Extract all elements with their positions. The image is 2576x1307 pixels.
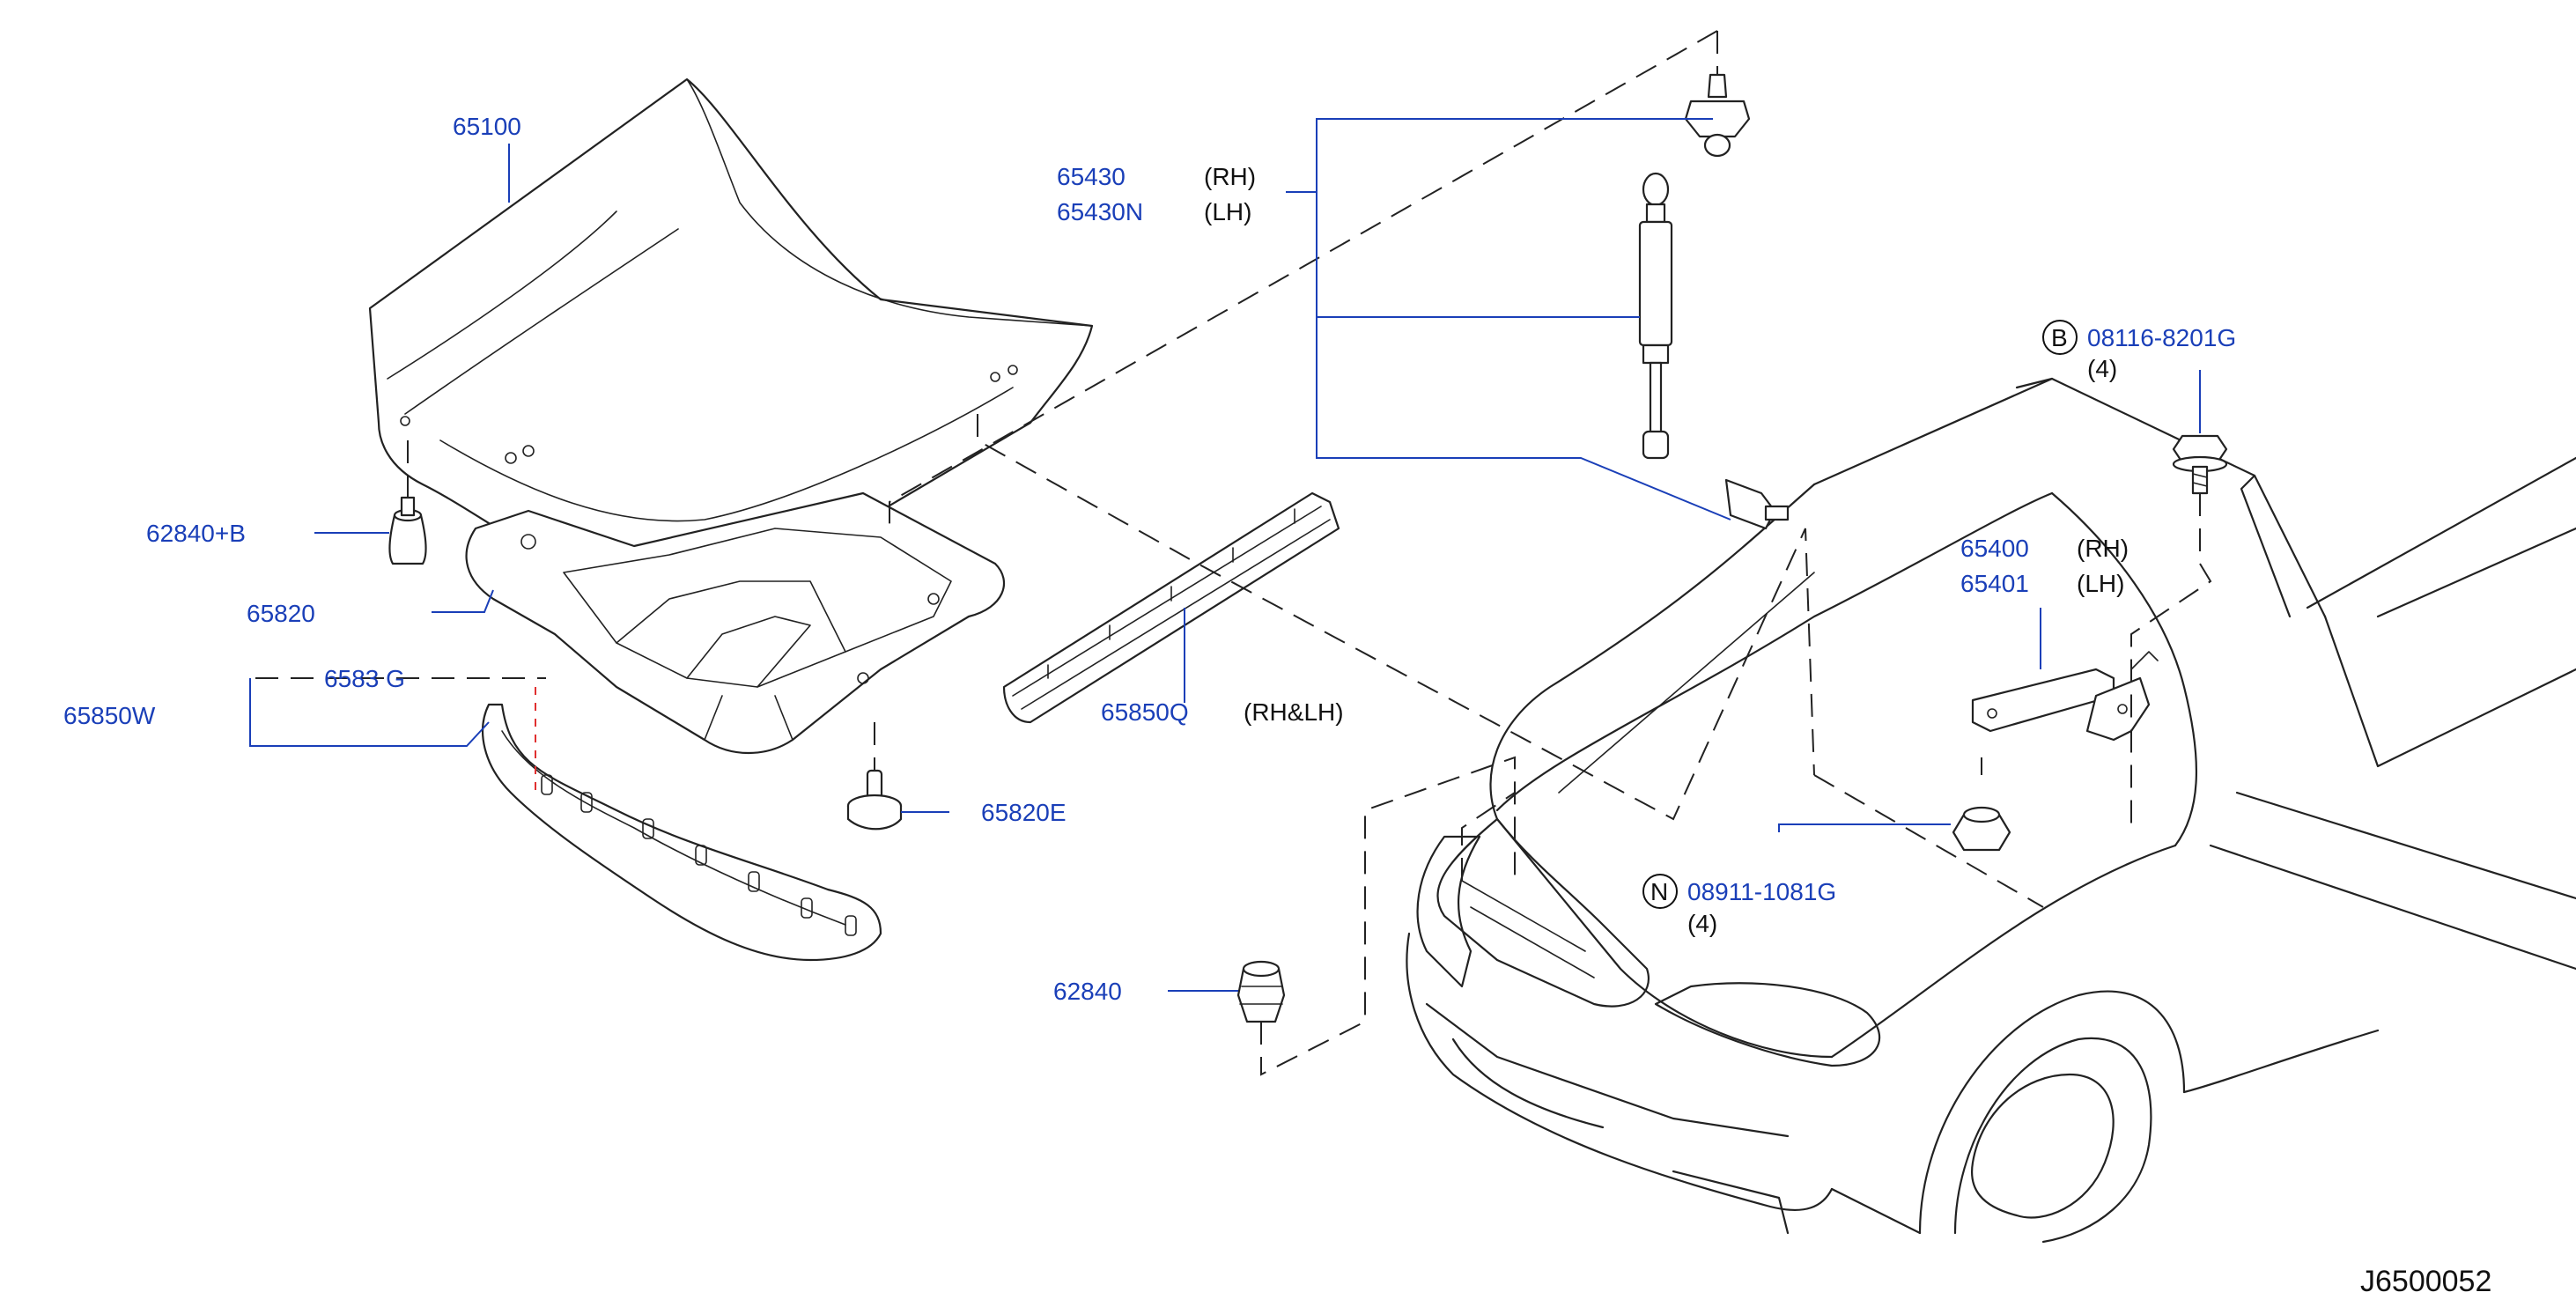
label-bumper-rubber: 62840 (1053, 978, 1122, 1005)
label-bolt-b-prefix: B (2051, 324, 2068, 351)
label-nut-n-prefix: N (1650, 878, 1668, 905)
label-side-lh-stay: (LH) (1204, 198, 1251, 225)
label-hinge-lh: 65401 (1960, 570, 2029, 597)
label-hood-stay-lh: 65430N (1057, 198, 1143, 225)
label-hood-seal: 65850Q (1101, 698, 1189, 726)
label-side-rh-stay: (RH) (1204, 163, 1256, 190)
vehicle-front-drawing (1406, 377, 2576, 1244)
bolt-part (2172, 434, 2228, 495)
label-clip: 65820E (981, 799, 1067, 826)
hood-stay-part (1638, 73, 1790, 530)
nut-part (1952, 806, 2011, 852)
label-hood-stay-rh: 65430 (1057, 163, 1126, 190)
label-side-rh-hinge: (RH) (2077, 535, 2129, 562)
bumper-rubber-b-part (388, 496, 427, 565)
label-hood: 65100 (453, 113, 521, 140)
part-labels: 65100 65430 (RH) 65430N (LH) B 08116-820… (63, 113, 2491, 1298)
front-seal-strip (482, 703, 882, 962)
label-side-rh-lh: (RH&LH) (1244, 698, 1344, 726)
hood-panel (368, 78, 1094, 565)
hood-side-seal (1002, 491, 1340, 724)
label-bolt-qty: (4) (2087, 355, 2117, 382)
label-bumper-rubber-b: 62840+B (146, 520, 246, 547)
label-hinge-rh: 65400 (1960, 535, 2029, 562)
assembly-guide-lines (255, 30, 2212, 1076)
label-seal-assy: 65850W (63, 702, 156, 729)
hood-hinge-part (1971, 651, 2159, 742)
nut-n-marker (1642, 874, 1678, 909)
label-seal-partial: 6583 G (324, 665, 405, 692)
hood-insulator (465, 491, 1006, 754)
label-bolt: 08116-8201G (2087, 324, 2236, 351)
leader-lines (249, 118, 2201, 992)
label-insulator: 65820 (247, 600, 315, 627)
bumper-rubber-part (1236, 960, 1286, 1023)
label-nut-qty: (4) (1687, 910, 1717, 937)
label-side-lh-hinge: (LH) (2077, 570, 2124, 597)
label-nut: 08911-1081G (1687, 878, 1836, 905)
clip-part (846, 769, 903, 831)
bolt-b-marker (2042, 320, 2078, 355)
diagram-reference-number: J6500052 (2360, 1265, 2491, 1298)
